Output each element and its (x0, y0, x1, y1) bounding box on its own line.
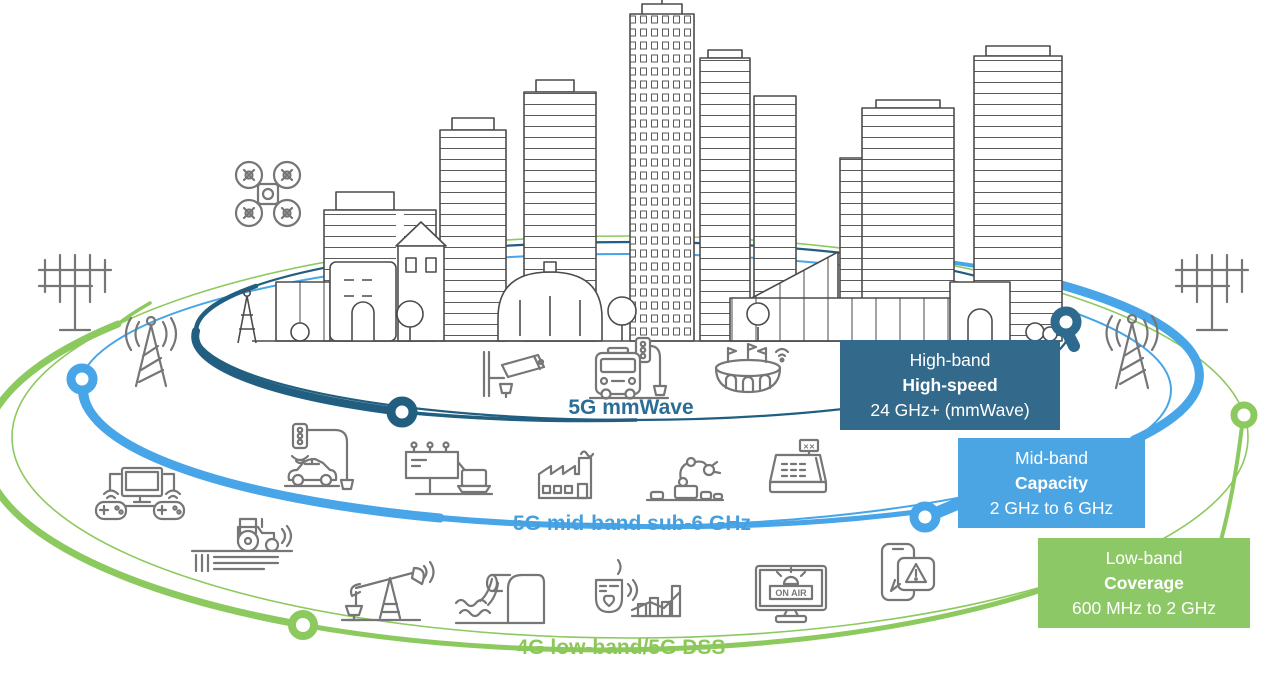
arc-label-midband: 5G mid-band sub-6 GHz (512, 512, 752, 535)
cloud-gaming-icon (92, 462, 192, 532)
on-air-text: ON AIR (775, 588, 807, 598)
yagi-antenna-right-icon (1168, 250, 1256, 338)
band-mid-name: Mid-band (1015, 447, 1088, 468)
stadium-icon (706, 340, 794, 398)
broadcast-tv-icon: ON AIR (750, 556, 832, 626)
robot-arm-icon (645, 452, 725, 502)
band-high-name: High-band (909, 349, 991, 370)
band-low-name: Low-band (1105, 547, 1183, 568)
smart-billboard-icon (398, 440, 494, 504)
yagi-antenna-left-icon (30, 250, 120, 338)
health-monitor-chart-icon (588, 558, 682, 626)
arc-label-lowband: 4G low-band/5G DSS (516, 636, 726, 659)
drone-icon (233, 158, 303, 230)
band-card-low: Low-band Coverage 600 MHz to 2 GHz (1038, 538, 1250, 628)
emergency-alert-phone-icon (872, 540, 940, 608)
connected-car-icon (283, 422, 369, 494)
band-low-trait: Coverage (1104, 572, 1184, 593)
arc-label-mmwave: 5G mmWave (568, 396, 694, 419)
band-low-range: 600 MHz to 2 GHz (1072, 597, 1216, 618)
cell-tower-left-icon (112, 310, 190, 394)
smart-bus-icon (588, 336, 670, 400)
city-skyline-illustration (237, 0, 1063, 344)
water-treatment-icon (452, 565, 548, 627)
oil-pump-icon (336, 548, 440, 626)
register-display-text: ✕✕ (803, 444, 815, 451)
band-card-high: High-band High-speed 24 GHz+ (mmWave) (840, 340, 1060, 430)
band-card-mid: Mid-band Capacity 2 GHz to 6 GHz (958, 438, 1145, 528)
pos-register-icon: ✕✕ (762, 438, 834, 500)
cell-tower-right-icon (1086, 308, 1178, 396)
band-high-trait: High-speed (902, 374, 998, 395)
band-high-range: 24 GHz+ (mmWave) (870, 399, 1030, 420)
band-mid-range: 2 GHz to 6 GHz (989, 497, 1114, 518)
smart-tractor-icon (190, 505, 295, 575)
smart-factory-icon (533, 446, 605, 504)
band-mid-trait: Capacity (1015, 472, 1088, 493)
security-camera-icon (478, 348, 553, 400)
